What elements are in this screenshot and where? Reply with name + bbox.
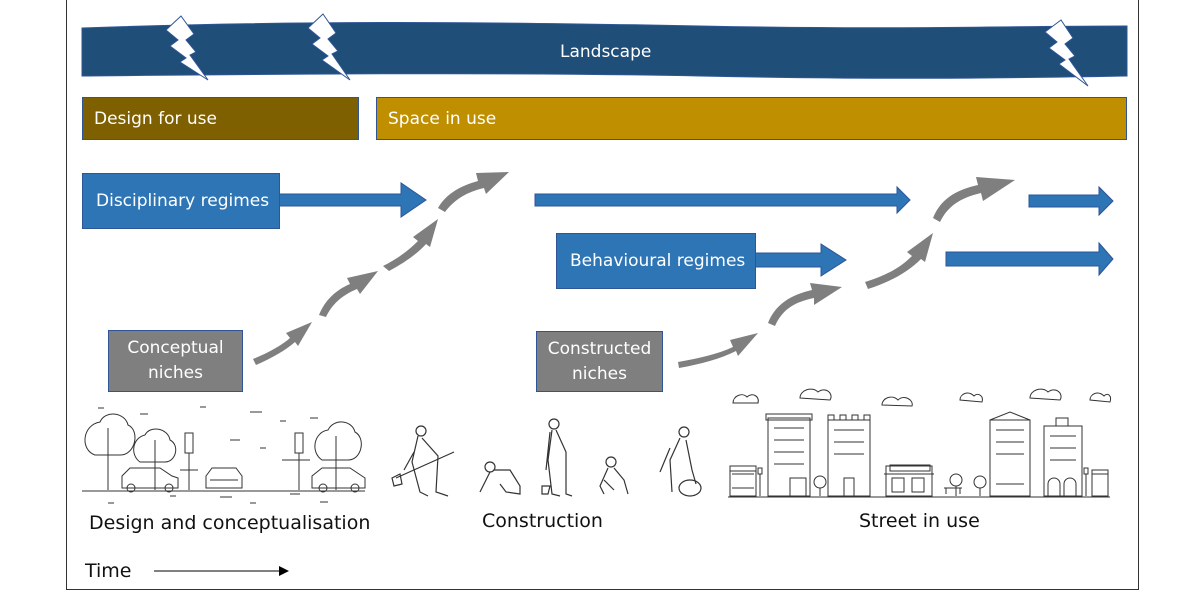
niche-label-line1: Conceptual bbox=[127, 338, 224, 358]
phase-label: Space in use bbox=[388, 108, 497, 129]
street-buildings-illustration bbox=[728, 388, 1111, 498]
worker-shovel-icon bbox=[541, 418, 573, 497]
building-icon bbox=[827, 414, 871, 497]
lightning-icon bbox=[1044, 19, 1089, 87]
tree-icon bbox=[314, 421, 362, 490]
niche-label-line1: Constructed bbox=[547, 338, 652, 359]
street-lamp-icon bbox=[757, 467, 763, 496]
disciplinary-regime-arrow bbox=[1028, 185, 1114, 217]
constructed-niches-box: Constructed niches bbox=[536, 331, 663, 392]
landscape-label: Landscape bbox=[560, 42, 652, 62]
niche-curved-arrow bbox=[383, 219, 438, 271]
street-lamp-icon bbox=[1083, 467, 1089, 496]
regime-label: Behavioural regimes bbox=[570, 251, 746, 271]
phase-space-in-use: Space in use bbox=[376, 97, 1127, 140]
street-design-illustration bbox=[82, 406, 366, 504]
building-icon bbox=[765, 413, 813, 497]
street-cafe-icon bbox=[884, 464, 934, 497]
cloud-icon bbox=[1029, 388, 1062, 401]
tree-icon bbox=[973, 475, 987, 496]
cloud-icon bbox=[799, 388, 832, 401]
traffic-light-icon bbox=[180, 432, 198, 490]
cloud-icon bbox=[959, 392, 983, 403]
worker-crouching-icon bbox=[599, 456, 629, 495]
cloud-icon bbox=[1089, 392, 1111, 403]
car-icon bbox=[121, 467, 179, 493]
phase-label: Design for use bbox=[94, 108, 217, 129]
behavioural-regimes-box: Behavioural regimes bbox=[556, 233, 756, 289]
car-icon bbox=[311, 467, 366, 493]
shop-icon bbox=[1091, 469, 1109, 497]
traffic-light-icon bbox=[282, 432, 310, 490]
niche-curved-arrow bbox=[319, 271, 378, 317]
regime-label: Disciplinary regimes bbox=[96, 191, 270, 211]
cloud-icon bbox=[881, 396, 913, 407]
lightning-icon bbox=[165, 15, 209, 81]
design-caption: Design and conceptualisation bbox=[89, 512, 371, 534]
niche-curved-arrow bbox=[438, 172, 509, 212]
niche-label-line2: niches bbox=[572, 363, 627, 384]
worker-digging-icon bbox=[391, 425, 455, 497]
behavioural-regime-arrow bbox=[945, 241, 1114, 277]
niche-curved-arrow bbox=[768, 283, 842, 326]
niche-curved-arrow bbox=[678, 333, 758, 368]
niche-curved-arrow bbox=[865, 233, 933, 289]
disciplinary-regime-arrow bbox=[278, 182, 427, 218]
worker-kneeling-icon bbox=[479, 461, 521, 495]
landscape-band bbox=[81, 22, 1128, 79]
niche-development-arrows-left bbox=[253, 172, 509, 365]
niche-development-arrows-right bbox=[678, 177, 1015, 368]
shop-icon bbox=[729, 465, 757, 497]
construction-caption: Construction bbox=[482, 510, 603, 532]
tree-icon bbox=[84, 413, 136, 490]
niche-curved-arrow bbox=[253, 322, 312, 365]
time-label: Time bbox=[85, 560, 132, 582]
car-icon bbox=[205, 467, 243, 489]
construction-workers-illustration bbox=[391, 418, 702, 497]
conceptual-niches-box: Conceptual niches bbox=[108, 330, 243, 392]
worker-drilling-icon bbox=[659, 426, 702, 497]
niche-label-line2: niches bbox=[148, 363, 203, 383]
behavioural-regime-arrow bbox=[754, 243, 847, 277]
disciplinary-regime-arrow bbox=[534, 185, 911, 215]
tree-icon bbox=[133, 428, 177, 490]
building-icon bbox=[1043, 417, 1083, 497]
street-in-use-caption: Street in use bbox=[859, 510, 980, 532]
bench-icon bbox=[944, 487, 962, 494]
phase-design-for-use: Design for use bbox=[82, 97, 359, 140]
niche-curved-arrow bbox=[933, 177, 1015, 222]
lightning-icon bbox=[307, 13, 351, 81]
disciplinary-regimes-box: Disciplinary regimes bbox=[82, 173, 280, 229]
tree-icon bbox=[813, 475, 827, 496]
cloud-icon bbox=[732, 394, 759, 404]
building-icon bbox=[989, 411, 1031, 497]
